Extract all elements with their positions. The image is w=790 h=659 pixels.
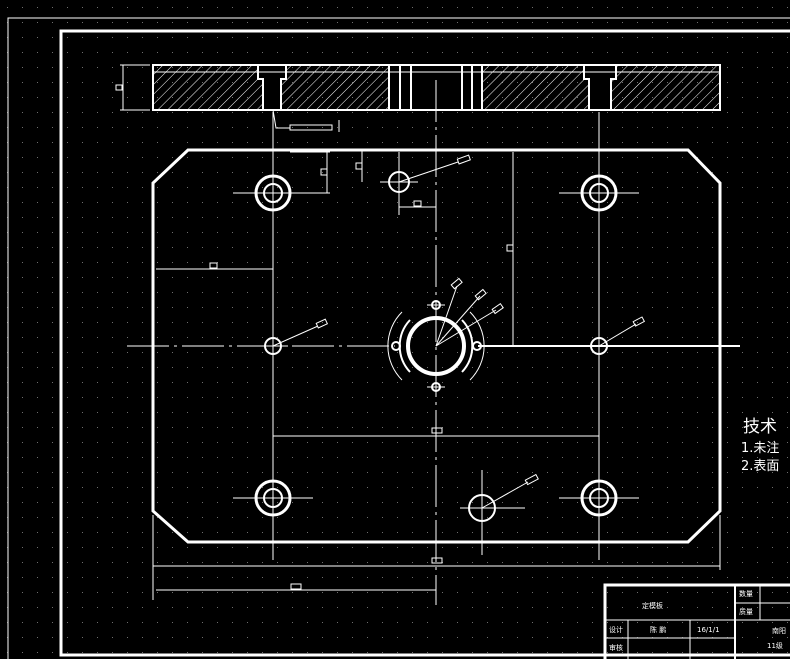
tech-note-2: 2.表面 bbox=[741, 459, 779, 474]
title-block: 定模板 设计 陈 鹏 16/1/1 审核 数量 质量 南阳 11级 bbox=[603, 583, 790, 659]
leaders bbox=[272, 154, 646, 509]
sprue-bushing bbox=[387, 300, 485, 392]
sheet-border bbox=[7, 17, 790, 659]
guide-holes bbox=[233, 174, 639, 517]
dimensions bbox=[152, 150, 721, 600]
section-view bbox=[115, 64, 721, 132]
school-line-2: 11级 bbox=[767, 641, 783, 650]
row1-label: 设计 bbox=[609, 625, 623, 634]
technical-notes: 技术 1.未注 2.表面 bbox=[741, 417, 779, 474]
mass-label: 质量 bbox=[739, 607, 753, 616]
tech-notes-title: 技术 bbox=[743, 417, 777, 437]
guide-hole-bottom-left bbox=[233, 479, 313, 517]
row1-name: 陈 鹏 bbox=[650, 625, 666, 634]
guide-hole-top-right bbox=[559, 174, 639, 212]
center-lines bbox=[127, 80, 740, 605]
row2-label: 审核 bbox=[609, 643, 623, 652]
tech-note-1: 1.未注 bbox=[741, 441, 779, 456]
small-holes bbox=[262, 171, 608, 522]
school-line-1: 南阳 bbox=[772, 626, 786, 635]
row1-date: 16/1/1 bbox=[697, 626, 720, 634]
quantity-label: 数量 bbox=[739, 589, 753, 598]
part-name: 定模板 bbox=[642, 601, 663, 610]
plate-outline bbox=[151, 148, 722, 544]
guide-hole-bottom-right bbox=[559, 479, 639, 517]
